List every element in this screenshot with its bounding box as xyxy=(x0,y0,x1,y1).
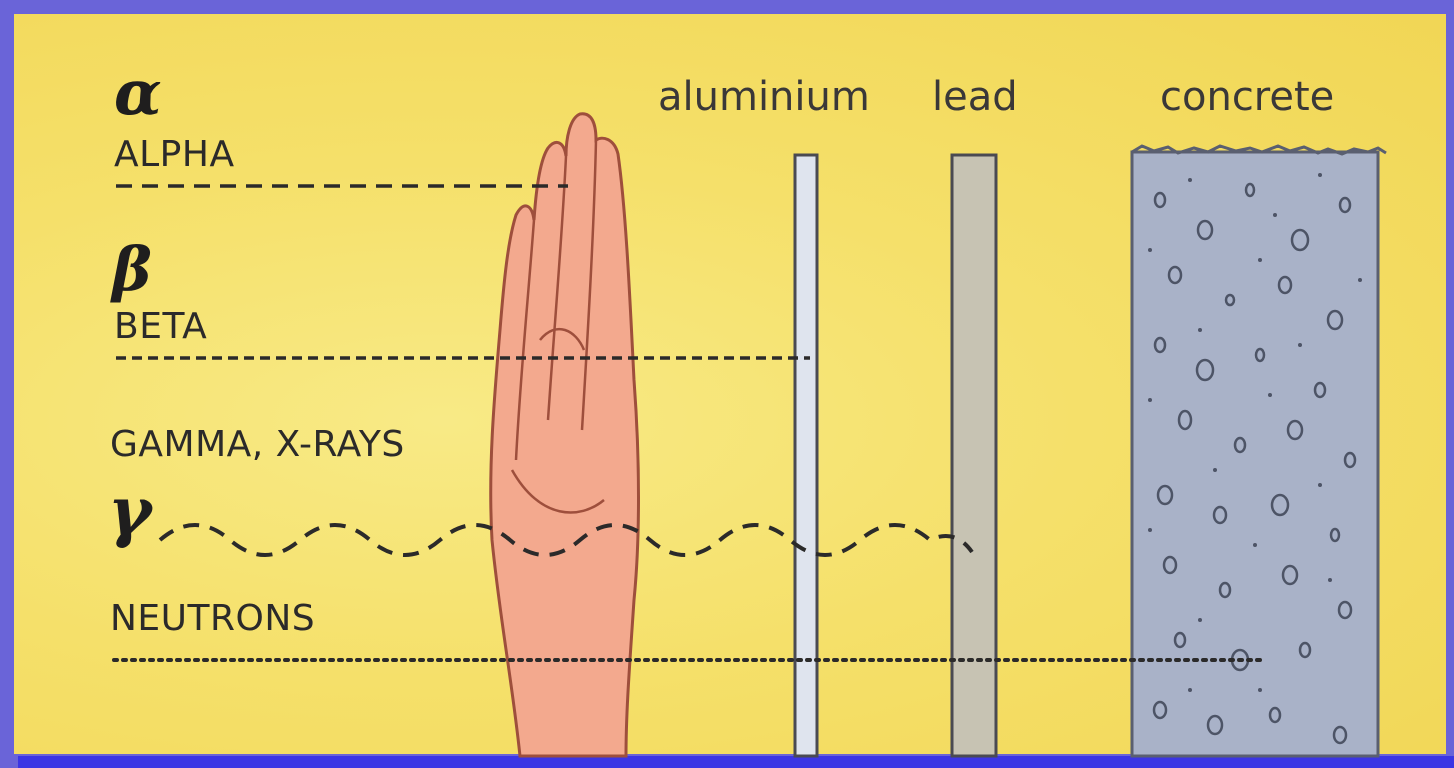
beta-symbol: β xyxy=(112,240,152,300)
aluminium-barrier xyxy=(795,155,817,756)
concrete-label: concrete xyxy=(1160,74,1334,120)
aluminium-label: aluminium xyxy=(658,74,870,120)
concrete-barrier xyxy=(1132,146,1386,756)
alpha-label: ALPHA xyxy=(114,134,235,175)
alpha-symbol: α xyxy=(114,62,162,124)
neutrons-label: NEUTRONS xyxy=(110,598,315,639)
lead-barrier xyxy=(952,155,996,756)
gamma-symbol: γ xyxy=(108,478,152,544)
lead-label: lead xyxy=(932,74,1018,120)
gamma-label: GAMMA, X-RAYS xyxy=(110,424,405,465)
beta-label: BETA xyxy=(114,306,207,347)
